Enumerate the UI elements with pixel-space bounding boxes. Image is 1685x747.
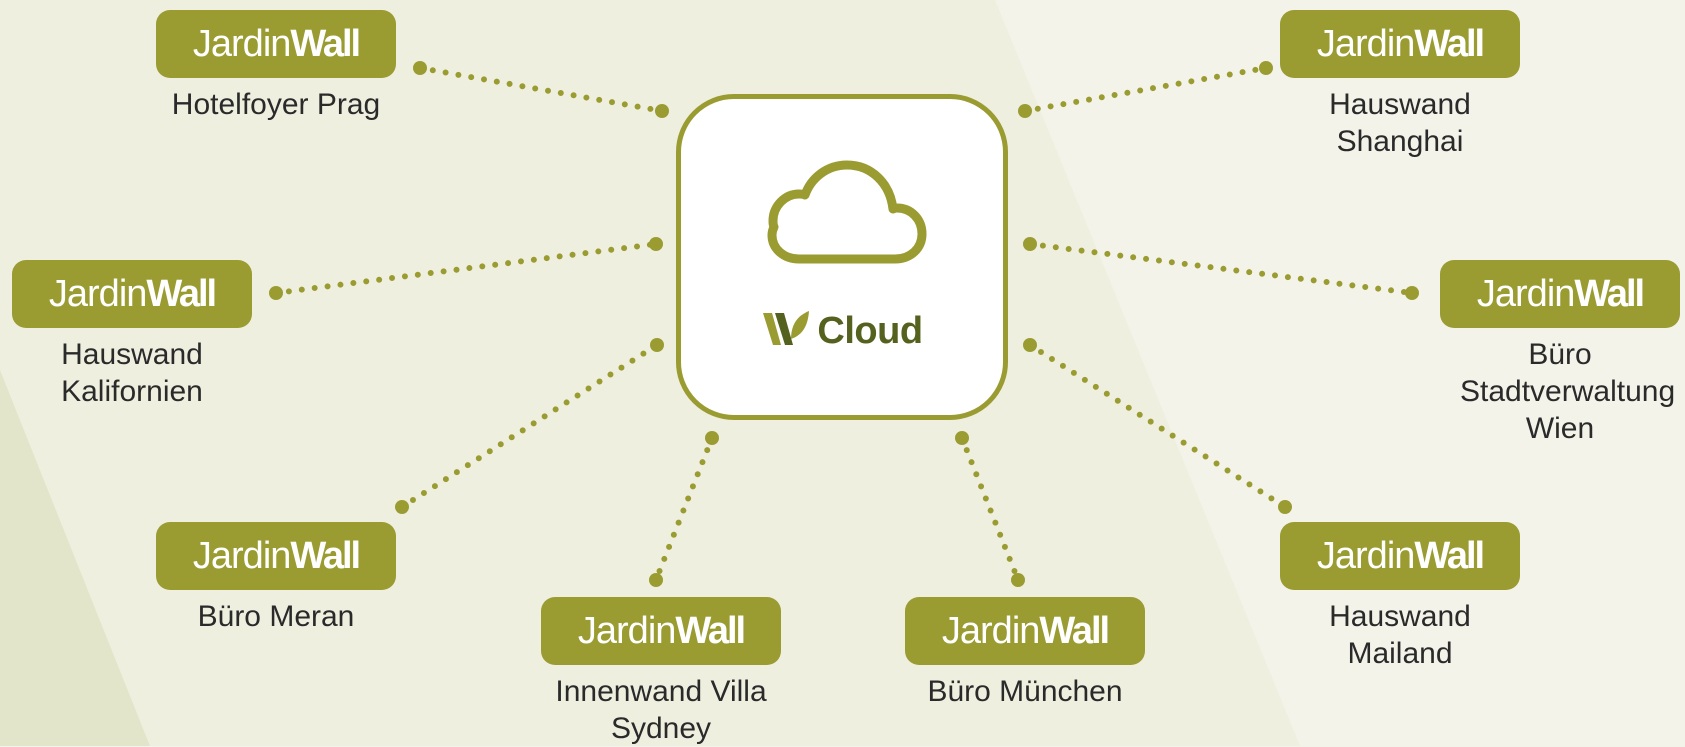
connector-wien [1027,241,1415,296]
connector-dot [395,500,409,514]
location-node-kalifornien: JardinWall Hauswand Kalifornien [12,260,252,410]
jardinwall-logo: JardinWall [541,597,781,665]
connector-shanghai [1022,65,1269,114]
jardinwall-logo: JardinWall [905,597,1145,665]
connector-dot [955,431,969,445]
connector-dot [649,237,663,251]
connector-dot [1018,104,1032,118]
jardinwall-logo: JardinWall [1280,522,1520,590]
connector-dot [650,338,664,352]
location-node-sydney: JardinWall Innenwand Villa Sydney [541,597,781,747]
connector-dot [649,573,663,587]
connector-dot [1405,286,1419,300]
location-caption: Büro Meran [197,600,355,633]
location-caption: Hotelfoyer Prag [171,88,381,121]
hub-label: Cloud [817,310,923,352]
jardinwall-logo: JardinWall [156,522,396,590]
connector-sydney [653,435,715,583]
cloud-hub: Cloud [676,94,1008,420]
connector-dot [1259,61,1273,75]
jardinwall-logo: JardinWall [1440,260,1680,328]
connector-dot [269,286,283,300]
cloud-icon [767,160,927,264]
connector-mailand [1027,342,1288,510]
location-node-muenchen: JardinWall Büro München [905,597,1145,710]
connector-meran [399,342,660,510]
location-caption: Hauswand Shanghai [1329,88,1471,158]
location-node-wien: JardinWall Büro Stadtverwaltung Wien [1440,260,1680,447]
location-node-shanghai: JardinWall Hauswand Shanghai [1280,10,1520,160]
jardinwall-logo: JardinWall [12,260,252,328]
connector-dot [1023,338,1037,352]
connector-dot [1278,500,1292,514]
connector-dot [1011,573,1025,587]
location-caption: Innenwand Villa Sydney [555,675,767,745]
jardinwall-logo: JardinWall [156,10,396,78]
location-caption: Büro Stadtverwaltung Wien [1460,338,1676,445]
location-node-mailand: JardinWall Hauswand Mailand [1280,522,1520,672]
connector-prag [417,65,665,114]
location-node-meran: JardinWall Büro Meran [156,522,396,635]
location-caption: Hauswand Kalifornien [61,338,203,408]
location-caption: Hauswand Mailand [1329,600,1471,670]
hub-title: Cloud [681,309,1003,353]
jardinwall-logo: JardinWall [1280,10,1520,78]
brand-w-icon [763,311,810,345]
connector-dot [655,104,669,118]
connector-dot [705,431,719,445]
connector-dot [413,61,427,75]
location-node-prag: JardinWall Hotelfoyer Prag [156,10,396,123]
connector-dot [1023,237,1037,251]
connector-muenchen [959,435,1021,583]
connector-kalifornien [273,241,659,296]
location-caption: Büro München [927,675,1123,708]
